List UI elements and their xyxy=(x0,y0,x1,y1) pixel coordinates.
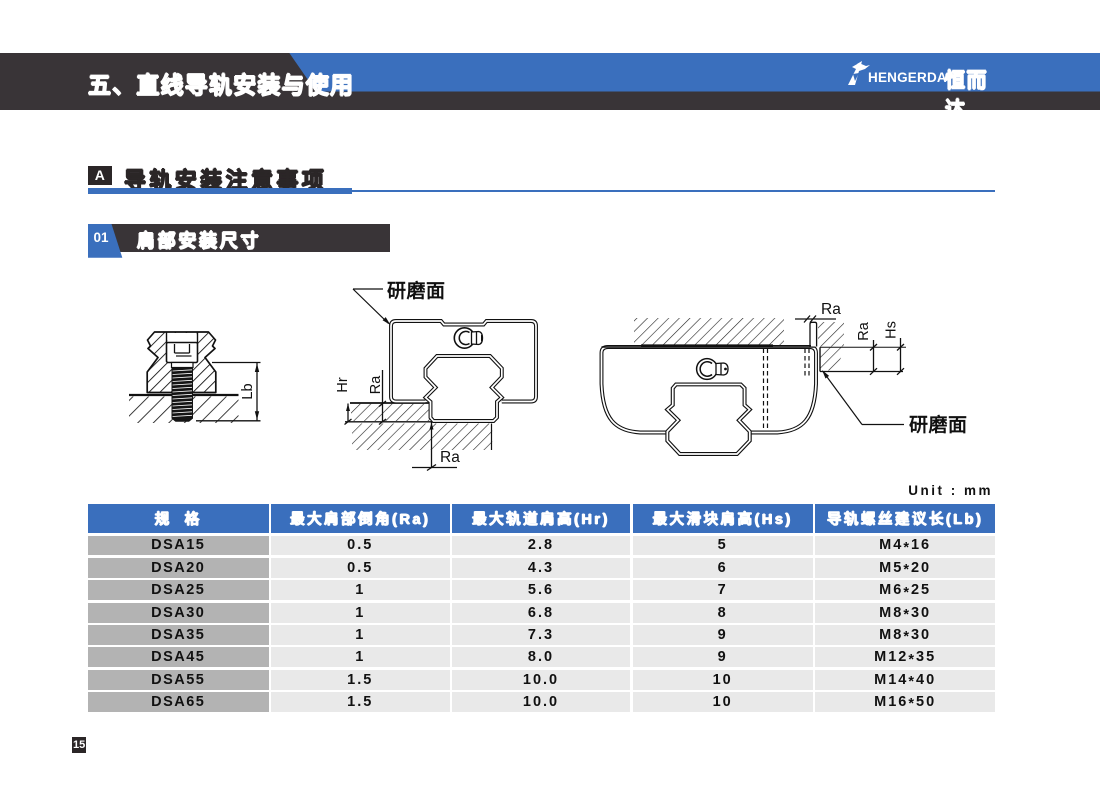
svg-text:Ra: Ra xyxy=(821,301,841,318)
svg-text:研磨面: 研磨面 xyxy=(909,414,968,436)
svg-text:Hr: Hr xyxy=(335,377,351,392)
svg-text:Ra: Ra xyxy=(368,375,384,394)
svg-text:Ra: Ra xyxy=(856,321,872,340)
svg-text:Lb: Lb xyxy=(240,383,256,399)
svg-text:Hs: Hs xyxy=(883,321,899,339)
svg-text:研磨面: 研磨面 xyxy=(387,280,446,302)
svg-text:Ra: Ra xyxy=(440,449,460,466)
